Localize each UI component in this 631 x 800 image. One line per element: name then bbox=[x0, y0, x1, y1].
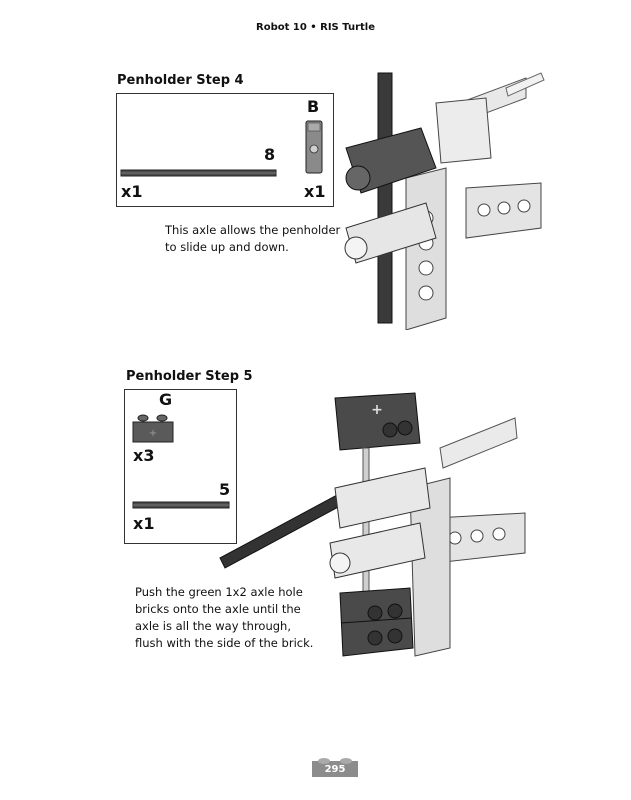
step4-title: Penholder Step 4 bbox=[117, 73, 244, 88]
part-label-5: 5 bbox=[219, 480, 231, 499]
step5-model-illustration: + bbox=[219, 392, 526, 657]
page-number: 295 bbox=[324, 764, 346, 775]
svg-text:+: + bbox=[371, 402, 383, 418]
part-label-b: B bbox=[307, 97, 320, 116]
step5-caption: Push the green 1x2 axle hole bricks onto… bbox=[135, 585, 314, 650]
part-qty-connector: x1 bbox=[304, 182, 326, 201]
step4-model-illustration bbox=[344, 72, 545, 330]
step4-caption: This axle allows the penholder to slide … bbox=[165, 223, 341, 254]
svg-text:+: + bbox=[149, 428, 157, 439]
axle-hole-brick-icon: + bbox=[132, 414, 174, 443]
step5-parts-box: + G x3 5 x1 bbox=[124, 389, 237, 544]
part-qty-axle: x1 bbox=[121, 182, 143, 201]
step4-parts-illustration bbox=[120, 120, 323, 177]
connector-b-icon bbox=[305, 120, 323, 174]
step5-title: Penholder Step 5 bbox=[126, 369, 253, 384]
step5-parts-illustration: + bbox=[132, 414, 230, 509]
running-header: Robot 10 • RIS Turtle bbox=[256, 22, 375, 33]
page-number-brick-icon bbox=[312, 758, 358, 777]
part-label-8: 8 bbox=[264, 145, 276, 164]
part-qty-axle5: x1 bbox=[133, 514, 155, 533]
part-label-g: G bbox=[159, 390, 173, 409]
step4-parts-box: 8 B x1 x1 bbox=[116, 93, 334, 207]
part-qty-brick: x3 bbox=[133, 446, 155, 465]
